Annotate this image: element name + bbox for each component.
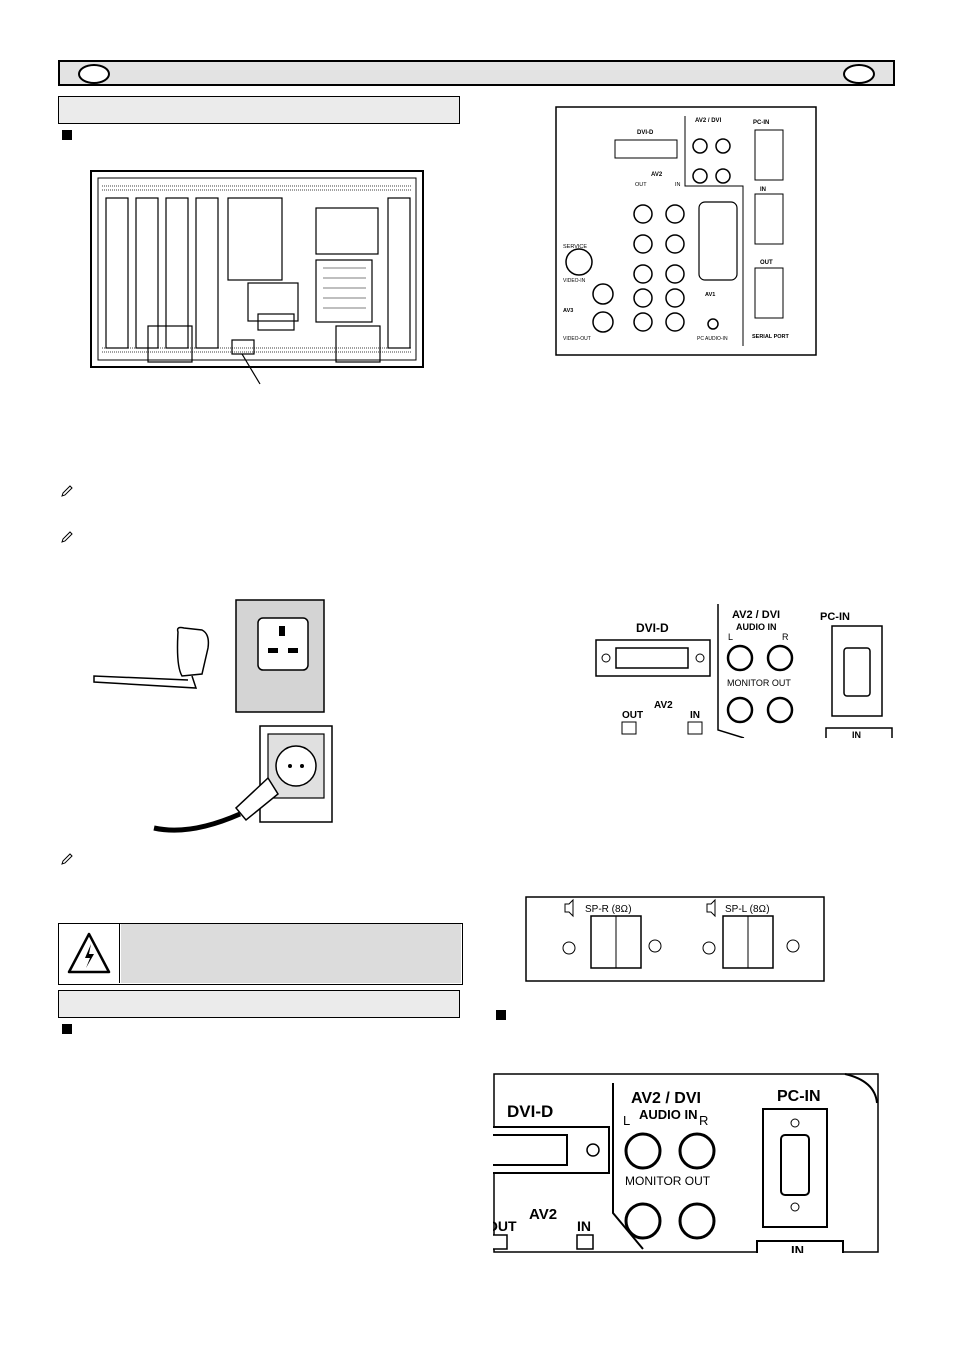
- large-pcin-label: PC-IN: [777, 1088, 821, 1105]
- small-serial-port-label: SERIAL PORT: [752, 334, 790, 340]
- speaker-icon: [706, 898, 716, 918]
- warning-icon-cell: [59, 924, 120, 983]
- mid-in-bottom-label: IN: [852, 730, 861, 738]
- large-l-label: L: [623, 1113, 630, 1128]
- small-serial-in-label: IN: [760, 187, 766, 193]
- lightning-warning-icon: [67, 932, 111, 974]
- small-av3-label: AV3: [563, 308, 573, 314]
- mid-av2-label: AV2: [654, 700, 673, 711]
- large-r-label: R: [699, 1113, 708, 1128]
- small-pcin-label: PC-IN: [753, 120, 769, 126]
- mid-av2dvi-label: AV2 / DVI: [732, 609, 780, 621]
- small-in-label: IN: [675, 182, 681, 188]
- connector-panel-detail: DVI-D AV2 / DVI AUDIO IN L R MONITOR OUT…: [595, 604, 893, 738]
- small-service-label: SERVICE: [563, 244, 587, 250]
- mid-out-label: OUT: [622, 710, 643, 721]
- speaker-terminal-panel: SP-R (8Ω) SP-L (8Ω): [525, 896, 825, 982]
- small-dvi-label: DVI-D: [637, 130, 654, 136]
- bullet-square: [62, 1024, 72, 1034]
- large-av2dvi-label: AV2 / DVI: [631, 1090, 701, 1107]
- page-header-bar: [58, 60, 895, 86]
- small-av2dvi-label: AV2 / DVI: [695, 118, 722, 124]
- section-bar-top: [58, 96, 460, 124]
- pencil-icon: [61, 485, 73, 497]
- small-pc-audio-label: PC AUDIO-IN: [697, 336, 728, 342]
- warning-text-cell: [121, 924, 461, 983]
- mid-r-label: R: [782, 632, 789, 642]
- mid-pcin-label: PC-IN: [820, 611, 850, 623]
- large-dvi-label: DVI-D: [507, 1102, 553, 1121]
- mid-in-label: IN: [690, 710, 700, 721]
- large-in-label: IN: [577, 1218, 591, 1234]
- large-av2-label: AV2: [529, 1206, 557, 1223]
- large-audio-in-label: AUDIO IN: [639, 1107, 698, 1122]
- bullet-square: [496, 1010, 506, 1020]
- small-av1-label: AV1: [705, 292, 715, 298]
- small-av2-label: AV2: [651, 172, 663, 178]
- warning-box: [58, 923, 463, 985]
- connector-panel-overview: DVI-D AV2 / DVI PC-IN IN OUT SERIAL PORT…: [555, 106, 817, 356]
- mid-l-label: L: [728, 632, 733, 642]
- large-in-bottom-label: IN: [791, 1243, 804, 1253]
- small-out-label: OUT: [635, 182, 647, 188]
- pencil-icon: [61, 853, 73, 865]
- uk-plug-socket-illustration: [93, 599, 325, 713]
- speaker-right-label: SP-R (8Ω): [585, 904, 632, 915]
- section-bar-bottom: [58, 990, 460, 1018]
- small-video-out-label: VIDEO-OUT: [563, 336, 591, 342]
- bullet-square: [62, 130, 72, 140]
- language-tab-right: [843, 64, 875, 84]
- mid-monitor-out-label: MONITOR OUT: [727, 678, 791, 688]
- large-out-label: OUT: [493, 1218, 517, 1234]
- speaker-left-label: SP-L (8Ω): [725, 904, 770, 915]
- eu-plug-socket-illustration: [153, 725, 333, 833]
- speaker-icon: [564, 898, 574, 918]
- mid-dvi-label: DVI-D: [636, 621, 669, 635]
- tv-rear-illustration: [90, 170, 424, 385]
- language-tab-left: [78, 64, 110, 84]
- small-serial-out-label: OUT: [760, 260, 773, 266]
- connector-panel-large: DVI-D AV2 / DVI AUDIO IN L R MONITOR OUT…: [493, 1073, 879, 1253]
- small-video-in-label: VIDEO-IN: [563, 278, 586, 284]
- pencil-icon: [61, 531, 73, 543]
- large-monitor-out-label: MONITOR OUT: [625, 1174, 711, 1188]
- mid-audio-in-label: AUDIO IN: [736, 622, 777, 632]
